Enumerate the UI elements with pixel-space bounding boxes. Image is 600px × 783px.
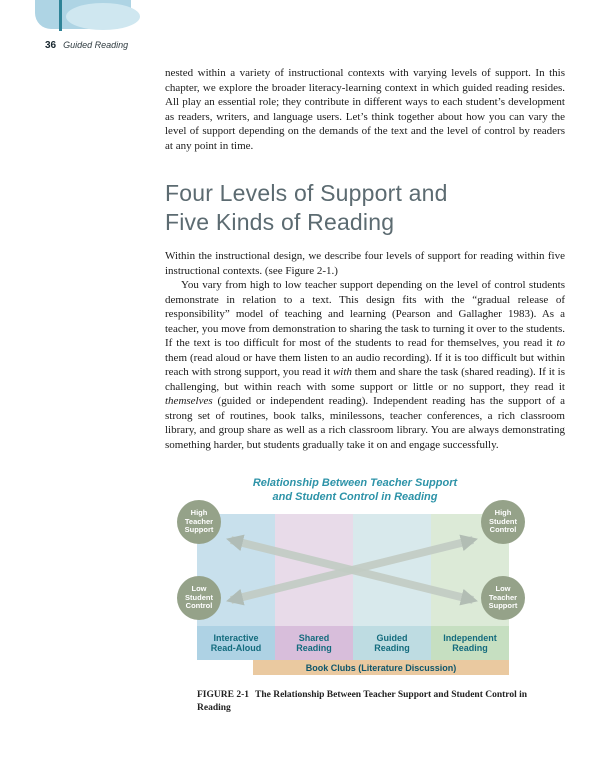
bubble-low-student-control: Low Student Control: [177, 576, 221, 620]
paragraph-1: Within the instructional design, we desc…: [165, 250, 565, 277]
section-heading-line1: Four Levels of Support and: [165, 180, 448, 206]
section-heading: Four Levels of Support and Five Kinds of…: [165, 179, 565, 237]
context-labels: Interactive Read-Aloud Shared Reading Gu…: [197, 626, 509, 660]
label-interactive-read-aloud: Interactive Read-Aloud: [197, 626, 275, 660]
figure-title-line2: and Student Control in Reading: [272, 491, 438, 503]
paragraph-2: You vary from high to low teacher suppor…: [165, 279, 565, 451]
section-heading-line2: Five Kinds of Reading: [165, 209, 395, 235]
label-independent-reading: Independent Reading: [431, 626, 509, 660]
book-clubs-bar: Book Clubs (Literature Discussion): [253, 660, 509, 675]
page-number: 36: [45, 40, 57, 51]
text-column: nested within a variety of instructional…: [165, 66, 565, 714]
figure-diagram: High Teacher Support High Student Contro…: [177, 500, 525, 675]
figure-caption-label: FIGURE 2-1: [197, 690, 249, 700]
decorative-oval-shape: [66, 3, 140, 30]
label-shared-reading: Shared Reading: [275, 626, 353, 660]
figure-2-1: Relationship Between Teacher Support and…: [165, 476, 565, 714]
figure-caption-text: The Relationship Between Teacher Support…: [197, 690, 528, 713]
running-head: 36 Guided Reading: [45, 40, 128, 51]
bubble-high-student-control: High Student Control: [481, 500, 525, 544]
bubble-low-teacher-support: Low Teacher Support: [481, 576, 525, 620]
bubble-high-teacher-support: High Teacher Support: [177, 500, 221, 544]
label-guided-reading: Guided Reading: [353, 626, 431, 660]
figure-title: Relationship Between Teacher Support and…: [185, 476, 525, 504]
figure-title-line1: Relationship Between Teacher Support: [252, 477, 458, 489]
crossing-arrows-icon: [226, 534, 478, 606]
intro-paragraph: nested within a variety of instructional…: [165, 67, 565, 152]
decorative-teal-line: [59, 0, 62, 31]
running-title: Guided Reading: [63, 40, 129, 50]
